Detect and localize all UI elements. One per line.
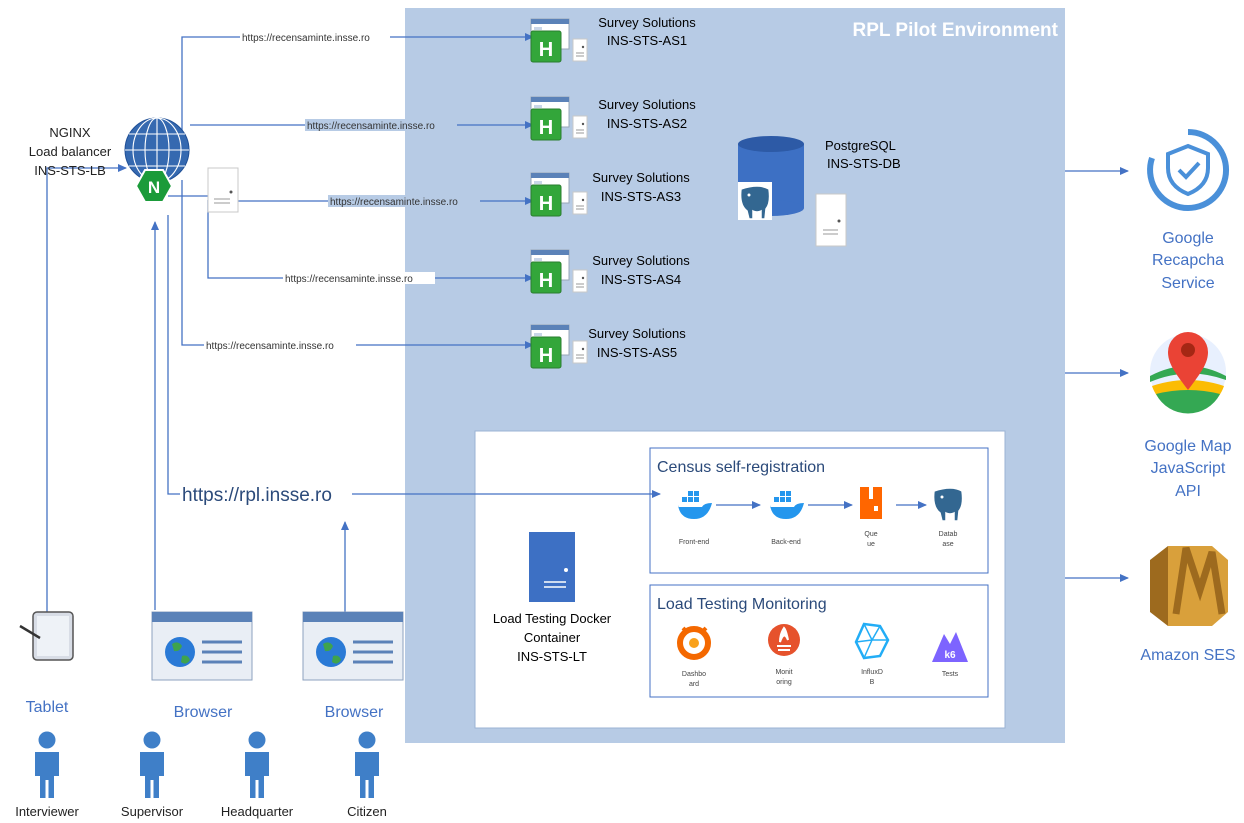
recaptcha-label-3: Service xyxy=(1161,275,1214,292)
browser-label-2: Browser xyxy=(325,704,384,721)
line-lb-as1 xyxy=(181,33,534,150)
server-as3: Survey Solutions INS-STS-AS3 xyxy=(530,170,690,217)
user-label-interviewer: Interviewer xyxy=(15,804,79,819)
headquarter-person-icon xyxy=(245,731,269,798)
grafana-icon xyxy=(677,626,711,660)
census-label-queue-1: Que xyxy=(864,531,877,538)
recaptcha-icon xyxy=(1147,129,1230,211)
server-as3-name: Survey Solutions xyxy=(592,170,690,185)
server-as2-name: Survey Solutions xyxy=(598,97,696,112)
server-as4-id: INS-STS-AS4 xyxy=(601,272,681,287)
server-as1-id: INS-STS-AS1 xyxy=(607,33,687,48)
lb-label-3: INS-STS-LB xyxy=(34,163,106,178)
db-label-2: INS-STS-DB xyxy=(827,156,901,171)
postgres-icon xyxy=(738,182,772,220)
recaptcha-label-1: Google xyxy=(1162,230,1214,247)
mon-label-tests: Tests xyxy=(942,671,959,678)
server-as5-id: INS-STS-AS5 xyxy=(597,345,677,360)
influxdb-icon xyxy=(854,622,890,660)
db-label-1: PostgreSQL xyxy=(825,138,896,153)
link-label-as3: https://recensaminte.insse.ro xyxy=(330,197,458,208)
census-queue-icon xyxy=(860,487,882,519)
user-label-citizen: Citizen xyxy=(347,804,387,819)
census-back-end-icon xyxy=(768,487,804,523)
link-label-as4: https://recensaminte.insse.ro xyxy=(285,274,413,285)
census-label-db-2: ase xyxy=(942,541,953,548)
server-as3-id: INS-STS-AS3 xyxy=(601,189,681,204)
amazon-ses-icon xyxy=(1150,546,1228,626)
maps-label-1: Google Map xyxy=(1144,438,1231,455)
google-maps-icon xyxy=(1150,332,1226,414)
lb-label-1: NGINX xyxy=(49,125,91,140)
svg-text:N: N xyxy=(148,178,160,197)
census-title: Census self-registration xyxy=(657,459,825,476)
server-as4: Survey Solutions INS-STS-AS4 xyxy=(530,249,690,294)
lt-label-2: Container xyxy=(524,630,581,645)
user-label-supervisor: Supervisor xyxy=(121,804,184,819)
nginx-icon: N xyxy=(134,169,174,203)
environment-title: RPL Pilot Environment xyxy=(852,20,1058,41)
server-as1-name: Survey Solutions xyxy=(598,15,696,30)
server-as2-id: INS-STS-AS2 xyxy=(607,116,687,131)
maps-label-2: JavaScript xyxy=(1151,460,1226,477)
ses-label: Amazon SES xyxy=(1140,647,1235,664)
census-label-queue-2: ue xyxy=(867,541,875,548)
mon-label-dashboard-2: ard xyxy=(689,681,699,688)
globe-icon xyxy=(124,117,190,183)
citizen-person-icon xyxy=(355,731,379,798)
line-lb-as5 xyxy=(181,180,534,349)
supervisor-person-icon xyxy=(140,731,164,798)
browser-window-1 xyxy=(150,610,254,682)
browser-window-2 xyxy=(301,610,405,682)
browser-label-1: Browser xyxy=(174,704,233,721)
monitoring-title: Load Testing Monitoring xyxy=(657,596,827,613)
line-public-census xyxy=(167,215,661,498)
server-as4-name: Survey Solutions xyxy=(592,253,690,268)
k6-icon: k6 xyxy=(932,632,968,662)
public-link-label: https://rpl.insse.ro xyxy=(182,485,332,506)
k6-badge: k6 xyxy=(944,650,956,661)
user-label-headquarter: Headquarter xyxy=(221,804,294,819)
maps-label-3: API xyxy=(1175,483,1201,500)
line-tablet-lb xyxy=(46,164,127,612)
server-as5-name: Survey Solutions xyxy=(588,326,686,341)
load-testing-server-icon xyxy=(529,532,575,602)
server-as5: Survey Solutions INS-STS-AS5 xyxy=(530,324,686,369)
mon-label-influx-2: B xyxy=(870,679,875,686)
mon-label-dashboard-1: Dashbo xyxy=(682,671,706,678)
mon-label-influx-1: InfluxD xyxy=(861,669,883,676)
server-as1: Survey Solutions INS-STS-AS1 xyxy=(530,15,696,63)
mon-label-monitoring-2: oring xyxy=(776,679,792,686)
server-as2: Survey Solutions INS-STS-AS2 xyxy=(530,96,696,141)
link-label-as1: https://recensaminte.insse.ro xyxy=(242,33,370,44)
census-label-db-1: Datab xyxy=(939,531,958,538)
census-front-end-icon xyxy=(676,487,712,523)
lt-label-3: INS-STS-LT xyxy=(517,649,587,664)
lt-label-1: Load Testing Docker xyxy=(493,611,612,626)
census-label-front-end: Front-end xyxy=(679,539,709,546)
tablet-icon xyxy=(19,611,74,661)
link-label-as5: https://recensaminte.insse.ro xyxy=(206,341,334,352)
lb-label-2: Load balancer xyxy=(29,144,112,159)
tablet-label: Tablet xyxy=(26,699,69,716)
link-label-as2: https://recensaminte.insse.ro xyxy=(307,121,435,132)
interviewer-person-icon xyxy=(35,731,59,798)
recaptcha-label-2: Recapcha xyxy=(1152,252,1224,269)
prometheus-icon xyxy=(768,624,800,656)
lb-server-box xyxy=(207,167,239,213)
census-label-back-end: Back-end xyxy=(771,539,801,546)
db-server-box xyxy=(815,193,847,247)
mon-label-monitoring-1: Monit xyxy=(775,669,792,676)
